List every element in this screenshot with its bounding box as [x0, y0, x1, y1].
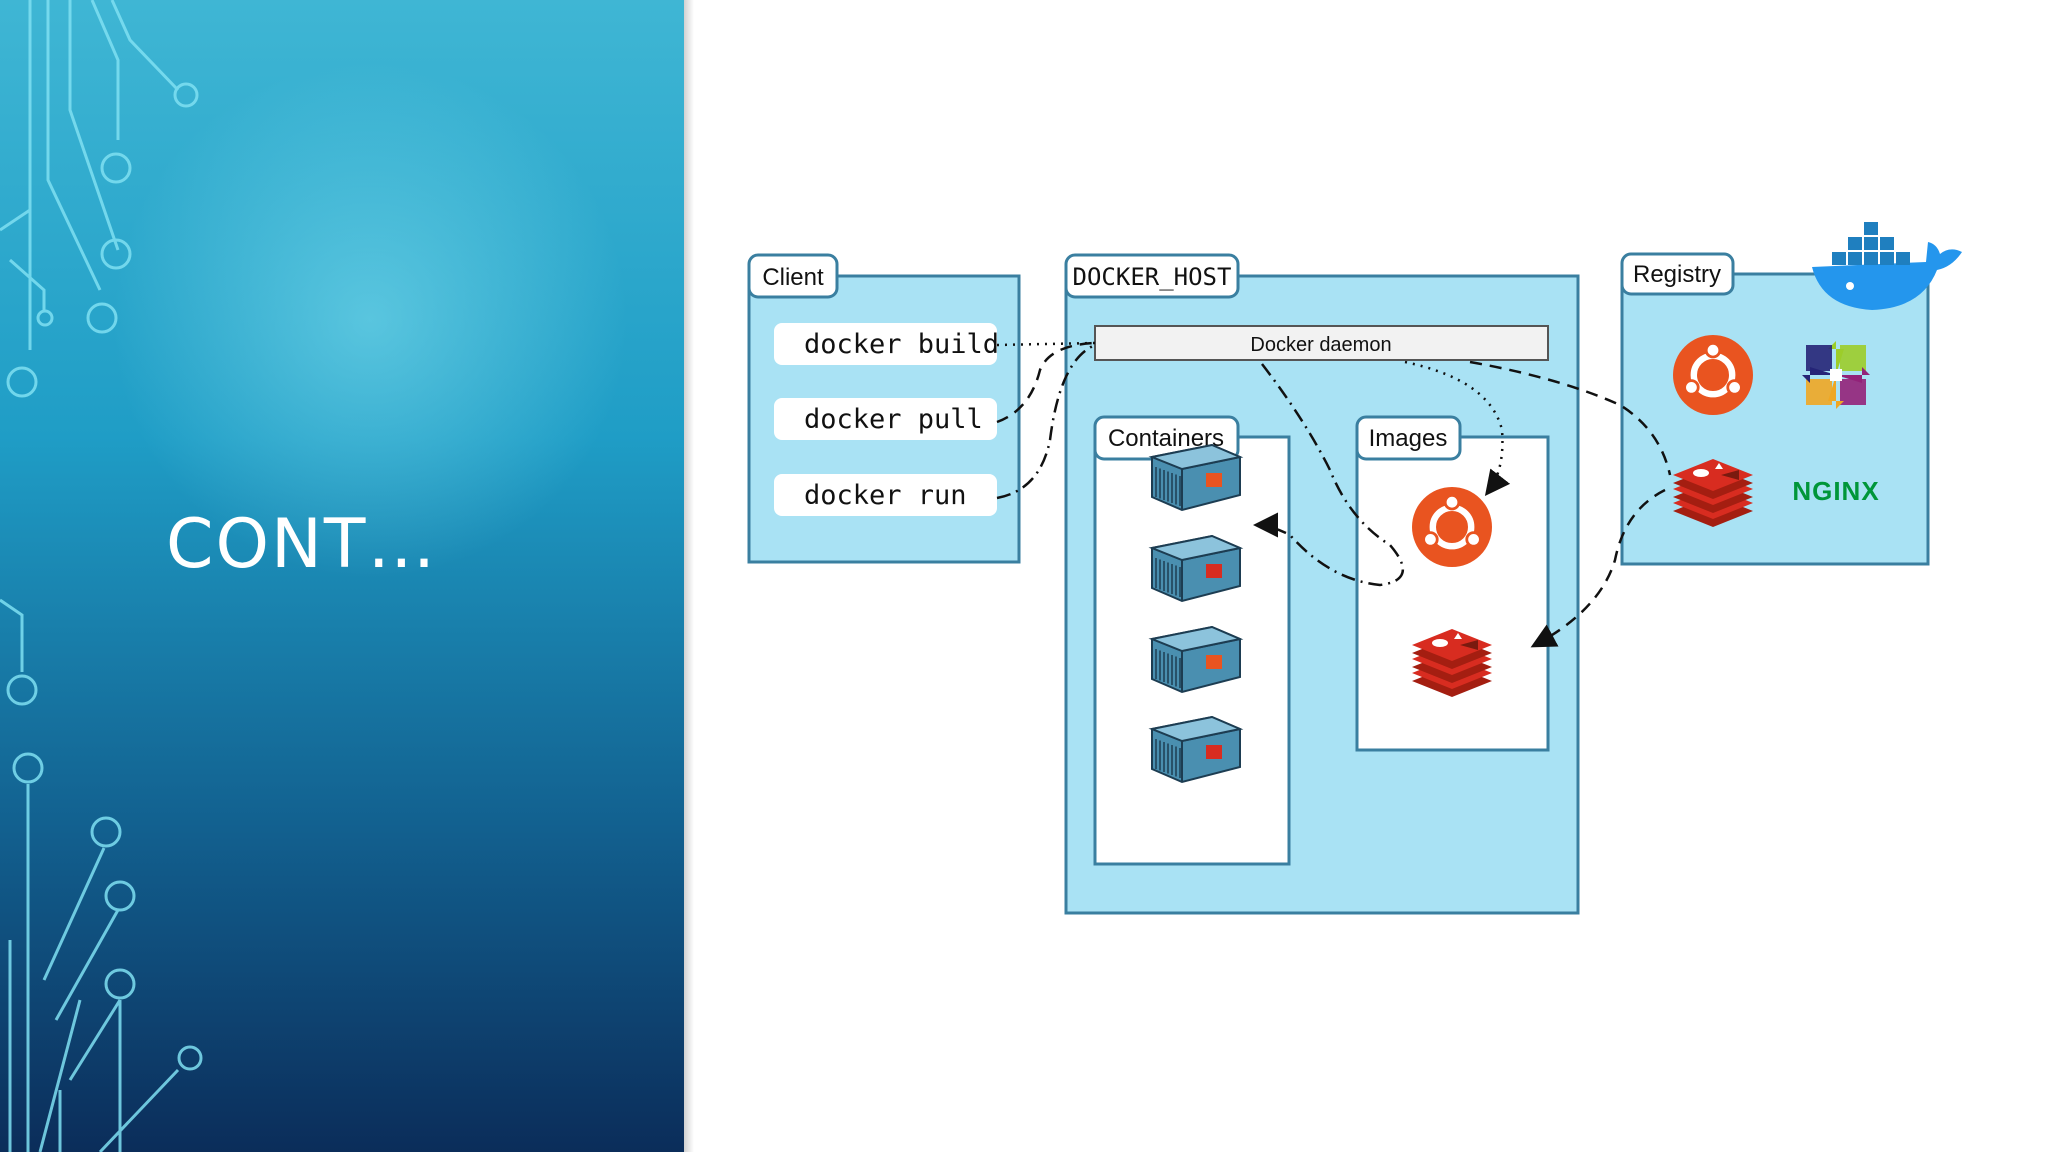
registry-label: Registry — [1633, 261, 1721, 288]
docker-pull-command — [774, 398, 997, 440]
slide-title: CONT… — [166, 505, 438, 584]
docker-daemon-bar — [1094, 325, 1549, 361]
redis-image-icon — [1412, 629, 1492, 697]
docker-build-label: docker build — [804, 329, 999, 360]
circuit-decoration — [0, 0, 203, 1152]
left-decorative-panel: CONT… — [0, 0, 684, 1152]
pull-connector — [996, 341, 1096, 424]
redis-registry-icon — [1673, 459, 1753, 527]
client-label: Client — [762, 264, 824, 291]
container-icon — [1148, 443, 1244, 512]
run-connector — [996, 343, 1096, 500]
ubuntu-image-icon — [1412, 487, 1492, 567]
centos-icon — [1802, 341, 1870, 409]
docker-run-command — [774, 474, 997, 516]
docker-host-label: DOCKER_HOST — [1073, 263, 1232, 291]
container-icon — [1148, 715, 1244, 784]
ubuntu-registry-icon — [1673, 335, 1753, 415]
images-tab — [1355, 415, 1462, 461]
docker-host-box: DOCKER_HOST Docker daemon Containers Ima… — [1064, 253, 1580, 915]
client-tab — [747, 253, 839, 299]
docker-whale-icon — [1812, 222, 1962, 310]
daemon-to-registry-connector — [1469, 360, 1672, 476]
panel-glow — [110, 60, 630, 580]
client-box: Client docker build docker pull docker r… — [747, 253, 1021, 564]
docker-daemon-label: Docker daemon — [1250, 334, 1391, 356]
registry-box: Registry NGINX — [1620, 252, 1930, 566]
docker-host-tab — [1064, 253, 1240, 299]
panel-edge-shadow — [684, 0, 694, 1152]
container-icon — [1148, 534, 1244, 603]
container-icon — [1148, 625, 1244, 694]
run-to-container-connector — [1253, 363, 1405, 587]
registry-to-image-connector — [1530, 488, 1666, 648]
build-connector — [996, 341, 1096, 347]
build-to-image-connector — [1404, 360, 1511, 496]
images-box — [1355, 435, 1550, 752]
docker-run-label: docker run — [804, 480, 967, 511]
docker-pull-label: docker pull — [804, 404, 983, 435]
docker-build-command — [774, 323, 997, 365]
nginx-logo: NGINX — [1792, 476, 1879, 506]
images-label: Images — [1369, 425, 1448, 452]
registry-tab — [1620, 252, 1735, 296]
flow-connectors — [996, 341, 1672, 648]
